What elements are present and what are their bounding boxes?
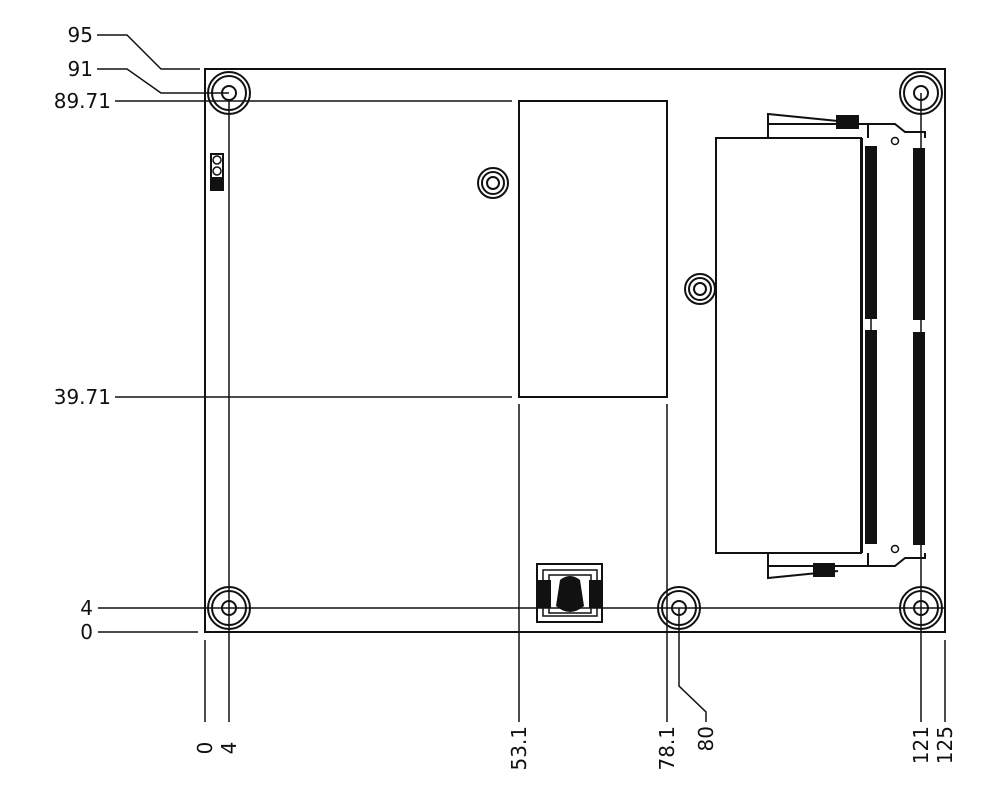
board-outline — [204, 68, 946, 633]
jumper-header — [210, 153, 224, 191]
dim-label-4: 4 — [80, 596, 93, 620]
dim-label-89-71: 89.71 — [54, 89, 111, 113]
dim-label-39-71: 39.71 — [54, 385, 111, 409]
dim-label-x-4: 4 — [217, 742, 241, 755]
dim-label-x-80: 80 — [694, 726, 718, 751]
dim-label-x-78-1: 78.1 — [655, 726, 679, 771]
mounting-hole — [899, 71, 943, 115]
dim-label-0: 0 — [80, 620, 93, 644]
standoff-hole — [684, 273, 716, 305]
mounting-hole — [657, 586, 701, 630]
dim-label-x-0: 0 — [193, 742, 217, 755]
dim-label-95: 95 — [68, 23, 93, 47]
mounting-holes — [207, 71, 943, 630]
left-dimension-lines — [97, 34, 945, 633]
mounting-hole — [899, 586, 943, 630]
chip-area — [518, 100, 668, 398]
dim-label-x-53-1: 53.1 — [507, 726, 531, 771]
sodimm-socket — [715, 112, 926, 580]
dim-label-91: 91 — [68, 57, 93, 81]
battery-connector — [536, 563, 603, 623]
standoff-hole — [477, 167, 509, 199]
dim-label-x-125: 125 — [933, 726, 957, 764]
dim-label-x-121: 121 — [909, 726, 933, 764]
bottom-dimension-lines — [204, 93, 946, 722]
mounting-hole — [207, 71, 251, 115]
mounting-hole — [207, 586, 251, 630]
